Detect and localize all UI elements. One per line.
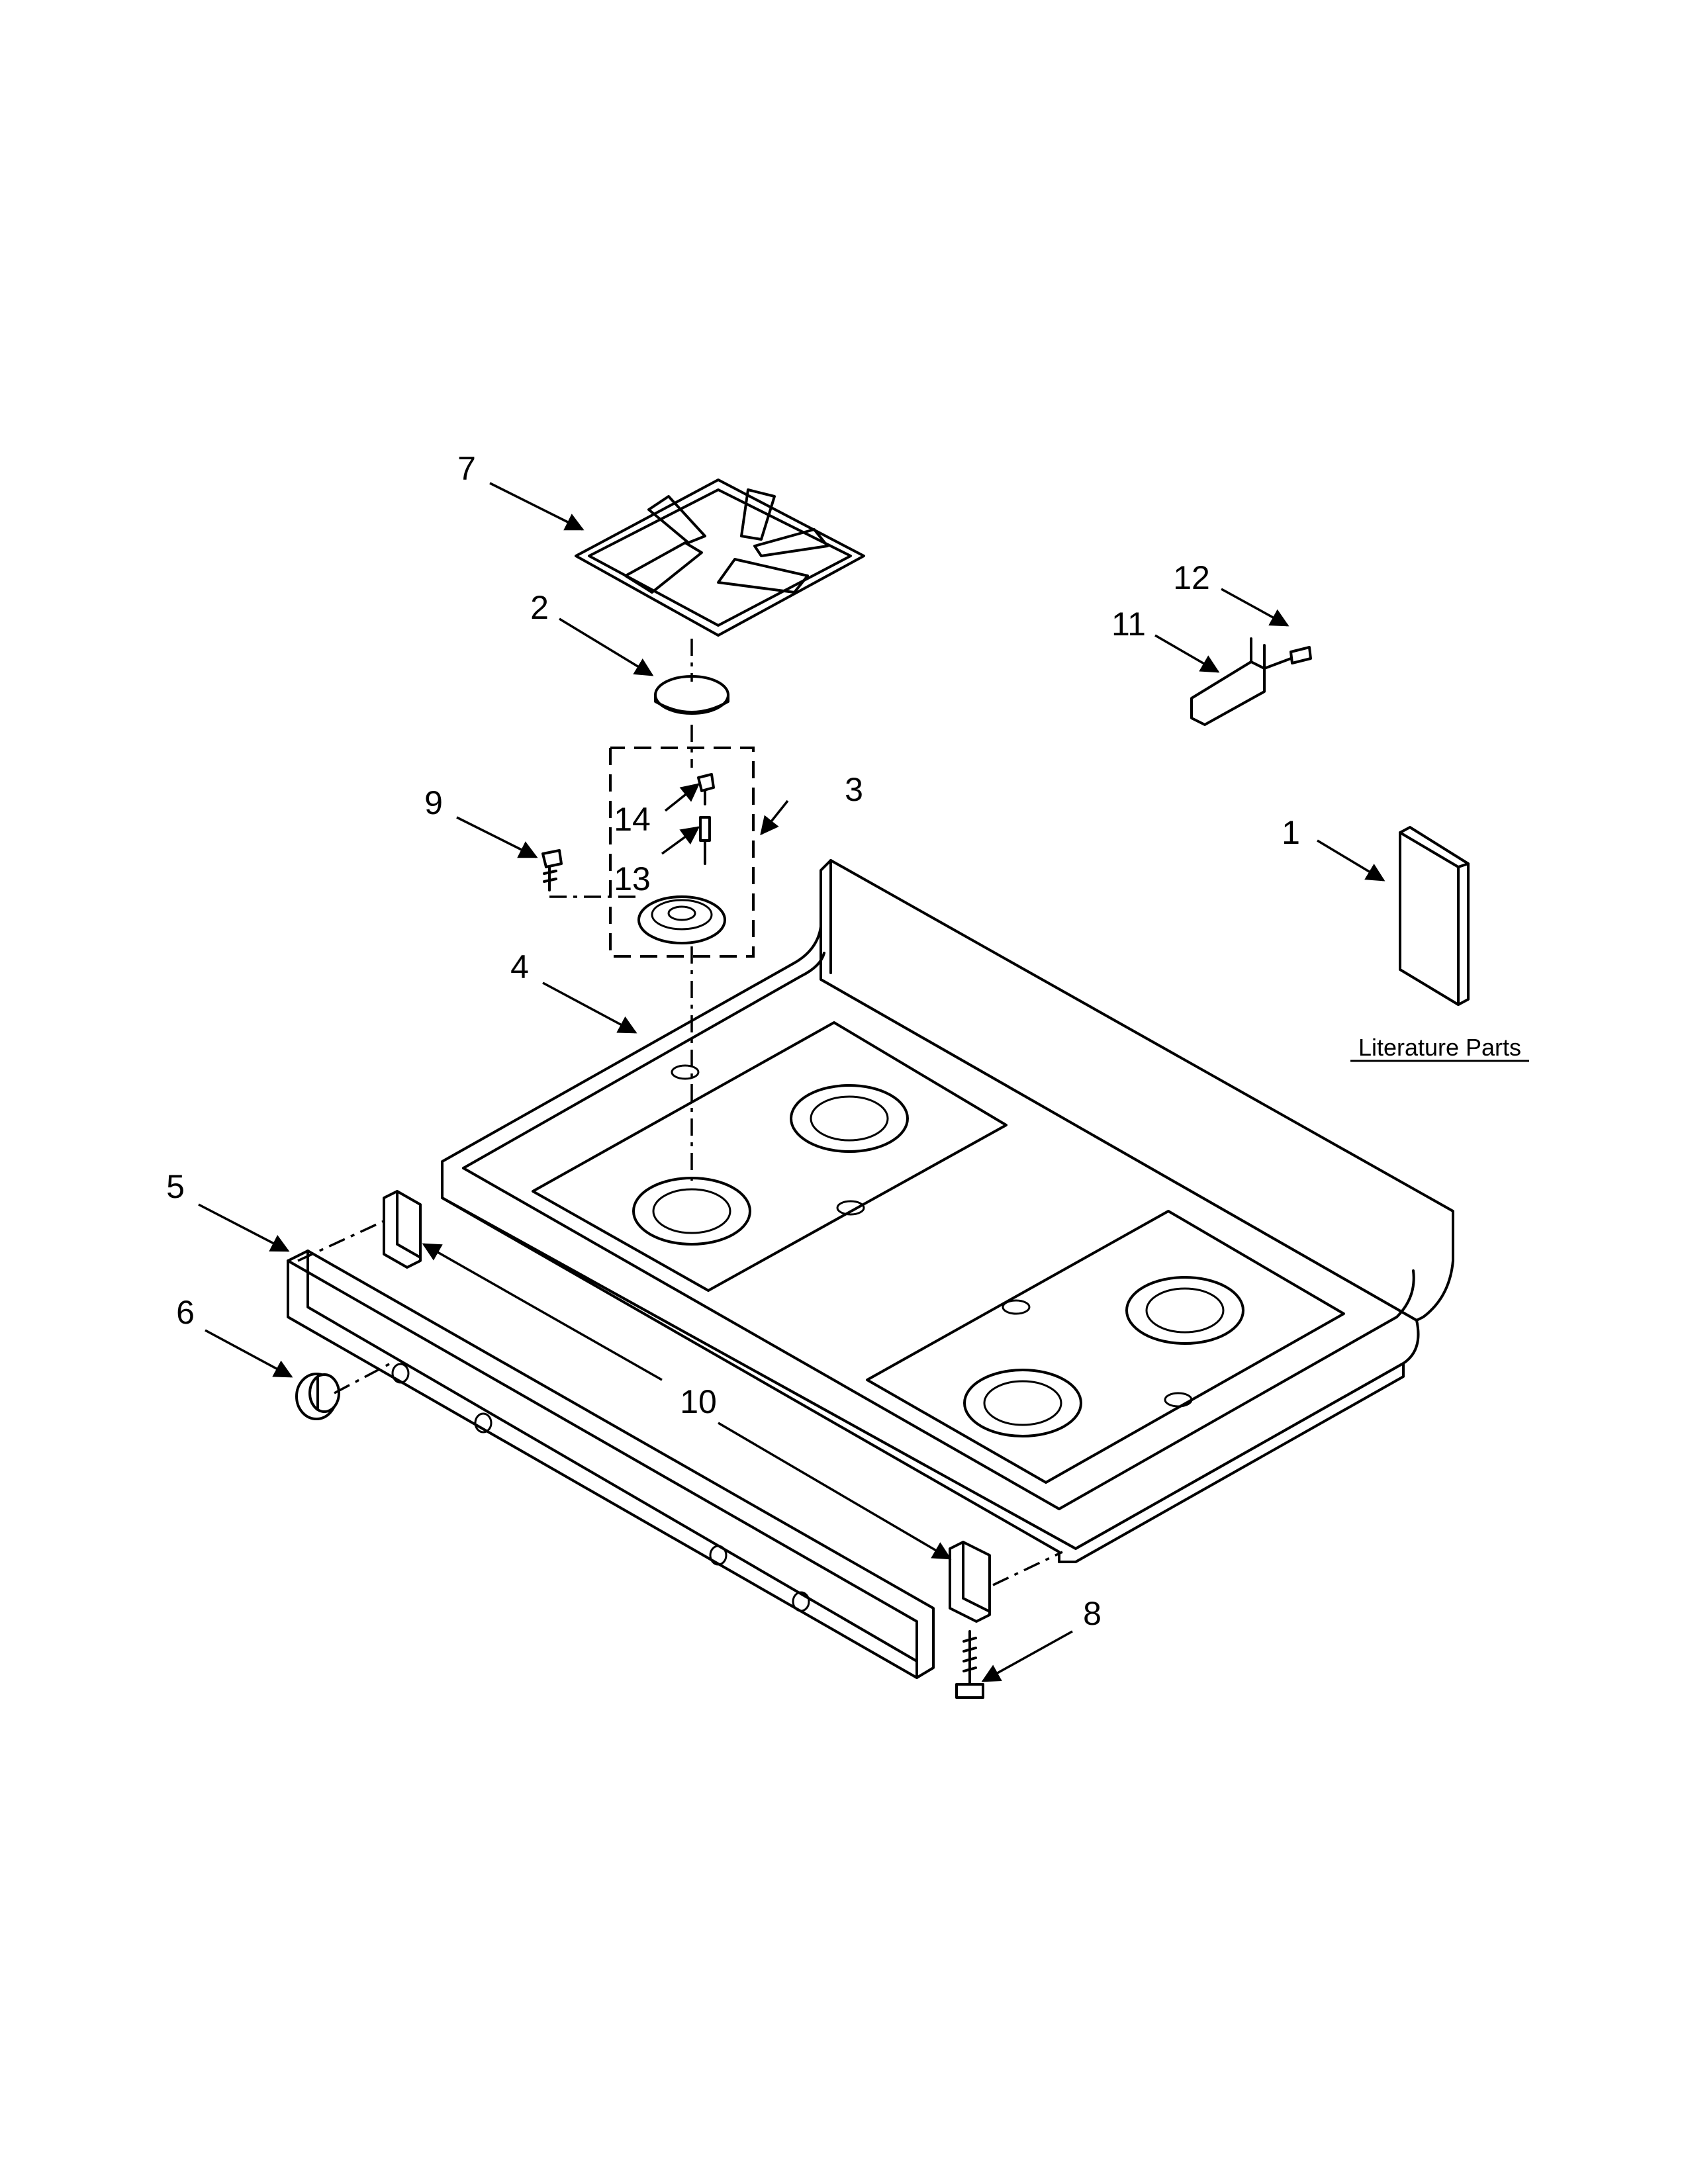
callout-1: 1 — [1282, 814, 1300, 851]
screw-part-9 — [541, 849, 563, 891]
callout-5: 5 — [166, 1168, 185, 1205]
callout-9: 9 — [424, 784, 443, 821]
callout-2: 2 — [530, 589, 549, 626]
literature-part — [1399, 826, 1470, 1006]
manifold-panel-part — [287, 1250, 935, 1679]
grate-part — [575, 478, 865, 637]
callout-3: 3 — [845, 771, 863, 808]
cooktop-part — [441, 859, 1454, 1563]
screw-part-14 — [697, 773, 715, 805]
knob-part — [295, 1373, 340, 1420]
literature-parts-label: Literature Parts — [1358, 1034, 1521, 1061]
callout-7: 7 — [457, 450, 476, 487]
burner-cap-part — [654, 675, 729, 715]
igniter-part — [699, 816, 711, 865]
burner-assembly-part — [609, 747, 755, 958]
callout-10: 10 — [680, 1383, 717, 1420]
igniter-bracket-part — [1190, 637, 1312, 726]
bracket-right-part — [949, 1541, 991, 1623]
callout-4: 4 — [510, 948, 529, 985]
callout-6: 6 — [176, 1294, 195, 1331]
bracket-left-part — [383, 1190, 422, 1269]
callout-11: 11 — [1111, 606, 1146, 643]
callout-12: 12 — [1173, 559, 1210, 596]
callout-14: 14 — [614, 801, 651, 838]
callout-13: 13 — [614, 860, 651, 897]
screw-part-8 — [955, 1630, 984, 1699]
callout-8: 8 — [1083, 1595, 1102, 1632]
